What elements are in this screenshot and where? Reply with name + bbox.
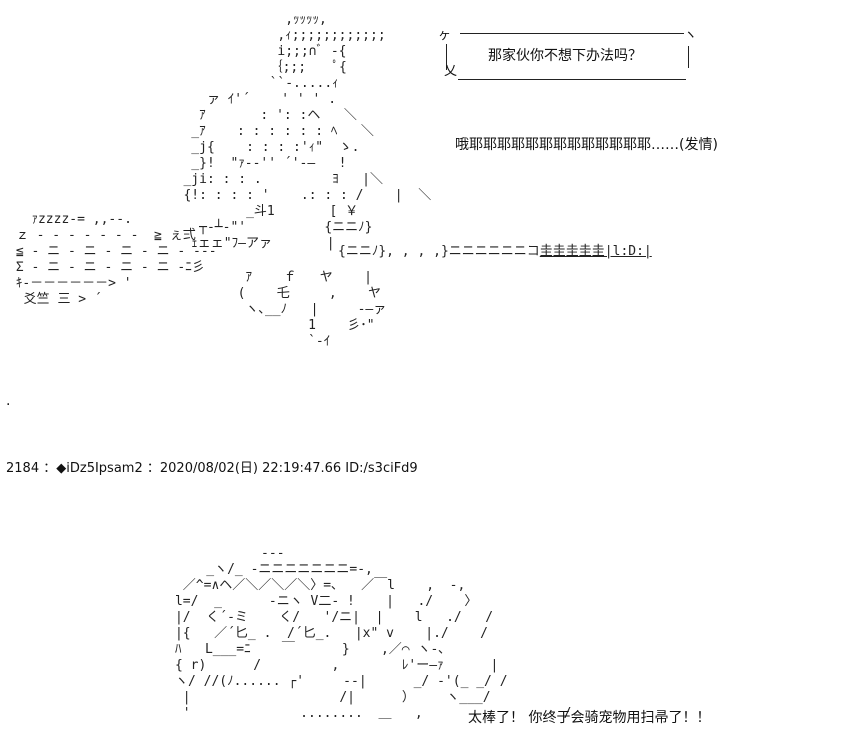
bubble-corner-tr: ヽ [684, 28, 698, 43]
bubble-bottom-border [458, 79, 686, 80]
separator-dot: . [6, 393, 11, 409]
speed-bottom-text: 爻竺 三 > [23, 292, 87, 307]
post-id[interactable]: ID:/s3ciFd9 [345, 461, 418, 476]
bubble-corner-bl: 乂 [444, 64, 458, 79]
ascii-art-cheer: --‐ _ヽ/_ -ニニニニニニニ=-, ／^=∧ヘ／＼／＼／＼〉=､ ／￣l … [174, 546, 572, 721]
post-header: 2184 ：◆iDz5Ipsam2 ：2020/08/02(日) 22:19:4… [6, 461, 418, 477]
speech-praise: 太棒了！ 你终于会骑宠物用扫帚了！！ [468, 710, 711, 726]
post-number: 2184 [6, 461, 40, 476]
post-sep-1: ： [43, 461, 57, 476]
post-author[interactable]: ◆iDz5Ipsam2 [56, 461, 143, 476]
broom-bristles: ニニニニニニコ [448, 244, 540, 259]
bubble-right-border [688, 46, 689, 68]
bubble-corner-tl: ヶ [438, 28, 452, 43]
post-sep-2: ： [146, 461, 160, 476]
speed-lines: ｧzzzz-= ,,--. ｚ - - - - - - - ≧ ぇ弍 ≦ - ニ… [15, 212, 217, 307]
broom-tip: 圭圭圭圭圭|l:D:| [539, 244, 652, 259]
speech-moan: 哦耶耶耶耶耶耶耶耶耶耶耶耶耶……(发情) [455, 137, 718, 153]
ascii-art-rider: ,ｯｯｯｯ, ,ｨ;;;;;;;;;;;; i;;;∩ﾞ -{ ｛;;; ﾟ{ … [183, 12, 432, 251]
post-datetime: 2020/08/02(日) 22:19:47.66 [159, 461, 342, 476]
speech-question: 那家伙你不想下办法吗？ [488, 48, 642, 64]
bubble-top-border [460, 33, 684, 34]
speed-arrow-text: ｷ-－－－－－－> [15, 276, 116, 291]
speed-zzz-text: ｧzzzz-= [31, 212, 85, 227]
broom: {ニニﾉ}, , , ,}ニニニニニニコ圭圭圭圭圭|l:D:| [338, 244, 652, 259]
bubble-left-border [446, 44, 447, 70]
ascii-art-rider-legs: ｱ ｆ ヤ | ( 乇 , ヤ ヽ､__ﾉ | ‐―ァ 1 彡･" `‐ｲ [237, 270, 387, 349]
